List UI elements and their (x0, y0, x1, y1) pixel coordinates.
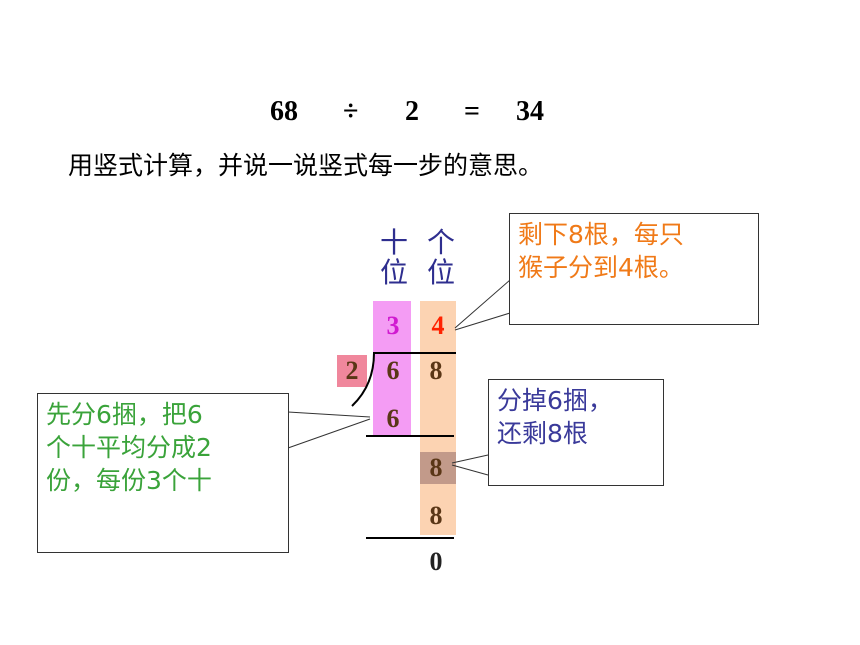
bring-down-highlight (420, 452, 456, 484)
equation-dividend: 68 (270, 96, 298, 127)
remainder-digit: 0 (429, 547, 443, 576)
callout-top-right-line: 剩下8根，每只 (518, 220, 684, 249)
callout-left-line: 个十平均分成2 (46, 433, 212, 462)
divisor-digit: 2 (345, 356, 359, 385)
division-bracket (351, 352, 375, 407)
ones-column-heading: 个位 (427, 226, 456, 289)
callout-left-line: 先分6捆，把6 (46, 400, 203, 429)
quotient-ones-digit: 4 (431, 311, 445, 340)
callout-left-pointer (287, 411, 371, 418)
quotient-tens-digit: 3 (386, 311, 400, 340)
equation-divisor: 2 (405, 96, 419, 127)
ones-column-band (420, 301, 456, 535)
callout-right-line: 分掉6捆， (497, 386, 613, 415)
tens-column-band (373, 301, 411, 437)
divisor-highlight (337, 355, 367, 387)
callout-right-line: 还剩8根 (497, 419, 588, 448)
callout-left: 先分6捆，把6 个十平均分成2 份，每份3个十 (37, 393, 289, 553)
callout-top-right-pointer (454, 312, 511, 331)
equation-equals-sign: = (464, 96, 480, 127)
callout-top-right-pointer (454, 279, 511, 329)
equation-quotient: 34 (516, 96, 544, 127)
tens-column-heading: 十位 (380, 226, 409, 289)
callout-right-pointer (451, 464, 489, 476)
step2-product-digit: 8 (429, 501, 443, 530)
callout-right-pointer (451, 454, 489, 464)
bring-down-digit: 8 (429, 453, 443, 482)
dividend-ones-digit: 8 (429, 356, 443, 385)
callout-top-right: 剩下8根，每只 猴子分到4根。 (509, 213, 759, 325)
step1-product-digit: 6 (386, 404, 400, 433)
instruction-text: 用竖式计算，并说一说竖式每一步的意思。 (68, 151, 544, 180)
callout-top-right-line: 猴子分到4根。 (518, 253, 684, 282)
callout-right: 分掉6捆， 还剩8根 (488, 379, 664, 486)
dividend-tens-digit: 6 (386, 356, 400, 385)
callout-left-line: 份，每份3个十 (46, 466, 212, 495)
callout-left-pointer (287, 418, 371, 449)
equation-divide-sign: ÷ (343, 96, 359, 127)
